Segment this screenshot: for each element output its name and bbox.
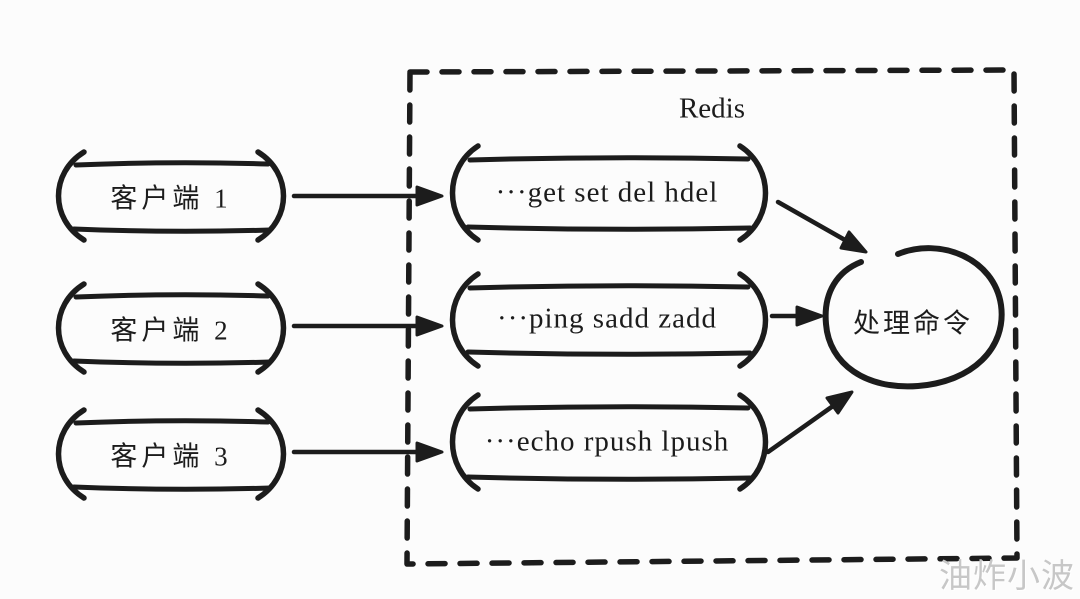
arrow-queue1-shaft bbox=[775, 199, 848, 243]
queue-box-1-right-bracket bbox=[737, 143, 769, 243]
arrow-queue3-to-processor bbox=[765, 390, 854, 455]
client-box-1-left-bracket bbox=[55, 149, 87, 243]
queue-box-1-left-bracket bbox=[449, 143, 481, 243]
client-box-1-bottom bbox=[71, 226, 273, 234]
queue-box-1 bbox=[449, 143, 769, 243]
client-box-2-right-bracket bbox=[255, 281, 287, 375]
client-box-3-bottom bbox=[71, 484, 273, 492]
queue-box-2 bbox=[449, 271, 769, 369]
redis-boundary-box bbox=[404, 67, 1020, 567]
redis-label: Redis bbox=[678, 92, 746, 125]
queue-box-1-bottom bbox=[465, 224, 753, 232]
processor-label: 处理命令 bbox=[853, 308, 973, 339]
queue-box-3-top bbox=[467, 404, 751, 412]
watermark: 油炸小波 bbox=[939, 557, 1075, 594]
client-box-2 bbox=[55, 281, 287, 375]
queue-box-2-top bbox=[467, 283, 751, 291]
arrow-queue3-shaft bbox=[765, 403, 836, 455]
client-box-3-left-bracket bbox=[55, 407, 87, 501]
arrow-client2-to-queue2 bbox=[291, 315, 444, 337]
client-3-label: 客户端 3 bbox=[110, 441, 232, 472]
client-box-3-top bbox=[73, 418, 271, 426]
client-box-2-top bbox=[73, 292, 271, 300]
client-1-label: 客户端 1 bbox=[110, 183, 232, 214]
arrow-client1-to-queue1 bbox=[291, 185, 444, 207]
queue-box-2-right-bracket bbox=[737, 271, 769, 369]
arrow-client2-head bbox=[415, 315, 444, 337]
client-box-1-right-bracket bbox=[255, 149, 287, 243]
arrow-queue1-to-processor bbox=[775, 199, 868, 254]
client-box-2-left-bracket bbox=[55, 281, 87, 375]
client-box-3 bbox=[55, 407, 287, 501]
queue-box-3-right-bracket bbox=[737, 392, 769, 492]
client-box-1 bbox=[55, 149, 287, 243]
arrow-queue3-head bbox=[825, 390, 854, 415]
client-box-2-bottom bbox=[71, 358, 273, 366]
client-box-3-right-bracket bbox=[255, 407, 287, 501]
arrow-client3-head bbox=[415, 441, 444, 463]
queue-box-2-bottom bbox=[465, 349, 753, 357]
arrow-queue2-to-processor bbox=[769, 305, 824, 327]
arrow-client3-to-queue3 bbox=[291, 441, 444, 463]
queue-2-label: ···ping sadd zadd bbox=[497, 302, 717, 335]
queue-3-label: ···echo rpush lpush bbox=[484, 425, 730, 458]
queue-box-3-bottom bbox=[465, 474, 753, 482]
queue-box-3 bbox=[449, 392, 769, 492]
queue-1-label: ···get set del hdel bbox=[495, 176, 719, 209]
arrow-queue1-head bbox=[839, 230, 868, 254]
queue-box-3-left-bracket bbox=[449, 392, 481, 492]
arrow-queue2-head bbox=[795, 305, 824, 327]
client-box-1-top bbox=[73, 160, 271, 168]
queue-box-2-left-bracket bbox=[449, 271, 481, 369]
client-2-label: 客户端 2 bbox=[110, 315, 232, 346]
queue-box-1-top bbox=[467, 155, 751, 163]
arrow-client1-head bbox=[415, 185, 444, 207]
processor-blob bbox=[822, 245, 1005, 390]
